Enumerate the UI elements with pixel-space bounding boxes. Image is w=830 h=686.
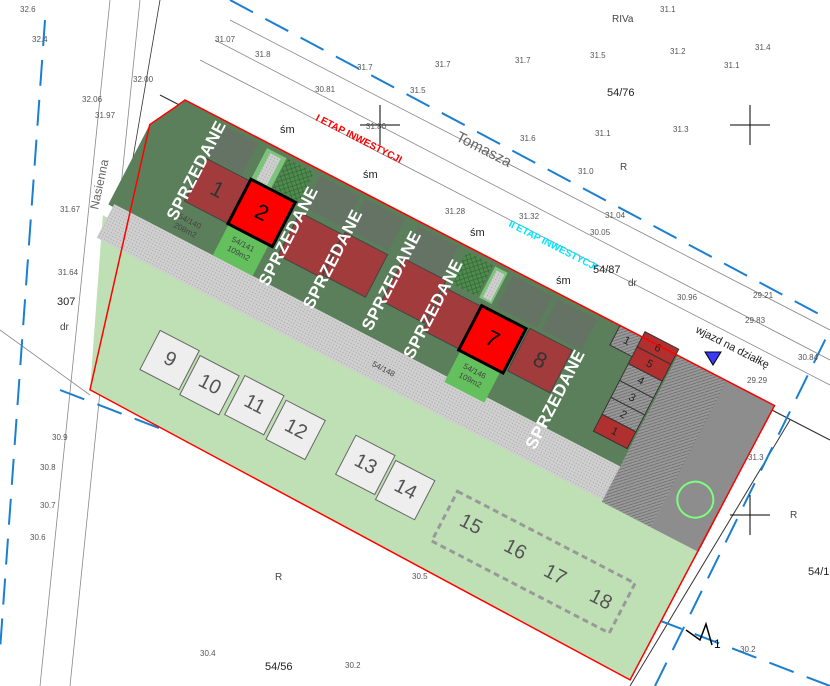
svg-text:30.9: 30.9 xyxy=(52,433,68,442)
sm-label: śm xyxy=(280,124,295,136)
svg-text:31.07: 31.07 xyxy=(215,35,236,44)
svg-text:1: 1 xyxy=(609,425,620,438)
development-area: 54/141 109m2 54/146 109m2 54/140 208m2 5… xyxy=(89,99,776,681)
svg-text:30.4: 30.4 xyxy=(200,649,216,658)
entrance-label: wjazd na działkę xyxy=(693,324,771,372)
parcel-label: 54/76 xyxy=(607,87,635,99)
svg-text:31.4: 31.4 xyxy=(755,43,771,52)
parcel-boundary xyxy=(89,99,776,681)
parcel-label: 54/87 xyxy=(593,264,621,276)
land-class-label: dr xyxy=(628,278,638,289)
stage-2-label: II ETAP INWESTYCJI xyxy=(507,219,599,273)
parcel-label: 54/12 xyxy=(808,566,830,578)
garden-54-146 xyxy=(444,350,501,403)
svg-text:31.0: 31.0 xyxy=(578,167,594,176)
svg-text:31.2: 31.2 xyxy=(670,47,686,56)
svg-text:31.8: 31.8 xyxy=(255,50,271,59)
north-arrow-label: 1 xyxy=(714,637,721,651)
svg-text:30.2: 30.2 xyxy=(740,645,756,654)
elevation-labels: 32.6 32.4 31.8 31.1 31.4 31.2 31.1 31.5 … xyxy=(20,5,819,670)
svg-text:31.04: 31.04 xyxy=(605,211,626,220)
svg-text:31.1: 31.1 xyxy=(595,129,611,138)
house-7[interactable]: 7 xyxy=(456,303,529,376)
parking-spots: 1 1 2 3 4 5 6 xyxy=(592,324,680,450)
land-class-label: RIVa xyxy=(612,14,634,25)
svg-text:29.83: 29.83 xyxy=(745,316,766,325)
stage2-zone xyxy=(89,215,699,680)
survey-cross-icon xyxy=(360,105,770,535)
svg-text:31.32: 31.32 xyxy=(519,212,540,221)
svg-text:1: 1 xyxy=(621,334,632,347)
green-corner xyxy=(650,380,775,553)
svg-text:32.00: 32.00 xyxy=(133,75,154,84)
land-class-label: R xyxy=(275,572,282,583)
svg-text:31.1: 31.1 xyxy=(660,5,676,14)
svg-text:31.80: 31.80 xyxy=(366,122,387,131)
sm-label: śm xyxy=(470,227,485,239)
svg-text:30.6: 30.6 xyxy=(30,533,46,542)
house-3[interactable] xyxy=(277,211,344,278)
svg-text:31.28: 31.28 xyxy=(445,207,466,216)
svg-text:31.7: 31.7 xyxy=(435,60,451,69)
svg-text:30.81: 30.81 xyxy=(315,85,336,94)
svg-text:31.7: 31.7 xyxy=(357,63,373,72)
parcel-label: 307 xyxy=(57,296,75,308)
svg-text:29.29: 29.29 xyxy=(747,376,768,385)
svg-text:31.67: 31.67 xyxy=(60,205,81,214)
north-arrow-icon xyxy=(685,621,713,646)
svg-text:31.97: 31.97 xyxy=(95,111,116,120)
svg-text:31.3: 31.3 xyxy=(748,453,764,462)
svg-text:5: 5 xyxy=(644,358,655,371)
driveway xyxy=(601,355,727,528)
svg-text:30.05: 30.05 xyxy=(590,228,611,237)
land-class-label: R xyxy=(790,510,797,521)
internal-road xyxy=(96,204,683,533)
house-8[interactable]: 8 xyxy=(506,327,573,394)
house-2[interactable]: 2 xyxy=(225,177,298,249)
house-5[interactable] xyxy=(380,257,447,324)
svg-text:31.5: 31.5 xyxy=(590,51,606,60)
svg-text:31.7: 31.7 xyxy=(515,56,531,65)
svg-text:31.5: 31.5 xyxy=(410,86,426,95)
stage-1-label: I ETAP INWESTYCJI xyxy=(314,113,404,166)
tree-icon xyxy=(676,480,715,519)
svg-text:30.84: 30.84 xyxy=(798,353,819,362)
entrance-arrow-icon xyxy=(704,351,722,366)
svg-text:32.4: 32.4 xyxy=(32,35,48,44)
stage2-houses: 9 10 11 12 13 14 15 16 17 18 xyxy=(139,329,638,636)
svg-text:2: 2 xyxy=(618,408,629,421)
sm-label: śm xyxy=(363,169,378,181)
svg-text:30.8: 30.8 xyxy=(40,463,56,472)
house-4[interactable] xyxy=(322,231,389,298)
svg-text:32.06: 32.06 xyxy=(82,95,103,104)
svg-text:30.2: 30.2 xyxy=(345,661,361,670)
land-class-label: R xyxy=(620,162,627,173)
sm-label: śm xyxy=(556,275,571,287)
svg-text:30.7: 30.7 xyxy=(40,501,56,510)
parcel-label: 54/56 xyxy=(265,661,293,673)
svg-text:32.6: 32.6 xyxy=(20,5,36,14)
svg-text:29.21: 29.21 xyxy=(753,291,774,300)
svg-text:31.6: 31.6 xyxy=(520,134,536,143)
svg-text:6: 6 xyxy=(652,342,663,355)
svg-text:30.96: 30.96 xyxy=(677,293,698,302)
land-class-label: dr xyxy=(60,322,70,333)
svg-text:30.5: 30.5 xyxy=(412,572,428,581)
svg-text:3: 3 xyxy=(627,391,638,404)
garage-strips xyxy=(206,125,598,351)
svg-text:4: 4 xyxy=(635,374,646,387)
svg-text:31.1: 31.1 xyxy=(724,61,740,70)
svg-text:31.64: 31.64 xyxy=(58,268,79,277)
garden-54-141 xyxy=(212,224,269,276)
svg-text:31.3: 31.3 xyxy=(673,125,689,134)
